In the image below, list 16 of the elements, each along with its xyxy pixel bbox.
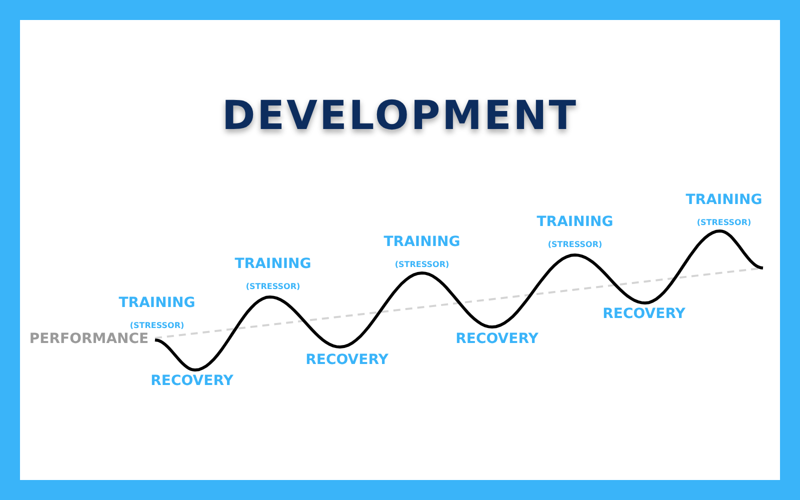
stressor-note: (STRESSOR): [548, 240, 602, 249]
phase-label: RECOVERY: [602, 306, 686, 322]
phase-label: TRAINING: [118, 295, 196, 311]
phase-label: TRAINING: [536, 214, 614, 230]
phase-label: RECOVERY: [306, 352, 388, 368]
phase-label: TRAINING: [686, 192, 762, 208]
stressor-note: (STRESSOR): [246, 282, 300, 291]
phase-label: TRAINING: [234, 256, 312, 272]
axis-label: PERFORMANCE: [29, 331, 149, 347]
stressor-note: (STRESSOR): [696, 218, 752, 227]
stressor-note: (STRESSOR): [130, 321, 184, 330]
title: DEVELOPMENT: [222, 93, 578, 139]
stressor-note: (STRESSOR): [394, 260, 450, 269]
phase-label: RECOVERY: [456, 331, 538, 347]
phase-label: RECOVERY: [150, 373, 234, 389]
phase-label: TRAINING: [384, 234, 460, 250]
